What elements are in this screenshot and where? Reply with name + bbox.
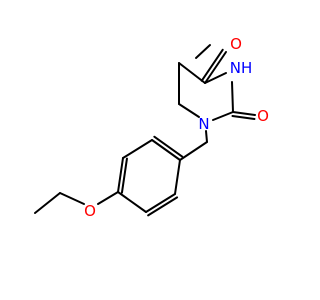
bond-c2-o-carbonyl [232, 111, 256, 116]
bond-c5-c4 [178, 62, 206, 84]
bond-aryl-cf-ca [174, 159, 181, 195]
bond-c2-o-carbonyl-double [231, 114, 256, 120]
bond-n3-c2 [231, 81, 234, 113]
bond-aryl-o-ether [97, 191, 119, 205]
bond-ethyl-c-c [34, 192, 61, 214]
bond-aryl-ca-cb-inner [153, 135, 184, 158]
bond-aryl-cc-cd [117, 157, 124, 193]
bond-n1-c6 [178, 103, 200, 118]
bond-c4-n3 [204, 72, 227, 84]
bond-aryl-ce-cf-inner [147, 196, 179, 217]
bond-o-ethyl [59, 192, 85, 205]
atom-label-carbonyl-oxygen-top: O [230, 35, 242, 53]
bond-c2-n1 [212, 111, 234, 121]
bond-aryl-cd-ce [117, 191, 147, 213]
atom-label-layer: O NH O N O [84, 35, 269, 220]
molecule-diagram: O NH O N O [34, 35, 269, 220]
bond-c4-o-carbonyl-double [200, 48, 224, 82]
bond-aryl-ca-cb [151, 139, 181, 161]
bond-aryl-cc-cd-inner [120, 157, 128, 194]
atom-label-ether-oxygen: O [84, 202, 96, 220]
bond-aryl-cb-cc [122, 139, 153, 159]
atom-label-ring-nitrogen: N [198, 115, 209, 133]
bond-aryl-ce-cf [145, 193, 176, 213]
bond-c4-o-carbonyl [204, 51, 227, 84]
bond-ch2-aryl [179, 141, 208, 161]
bond-n1-ch2 [205, 130, 208, 143]
atom-label-imide-nh: NH [230, 59, 253, 77]
bond-c5-methyl [195, 44, 211, 59]
atom-label-carbonyl-oxygen-right: O [257, 107, 269, 125]
bond-layer [34, 44, 256, 217]
